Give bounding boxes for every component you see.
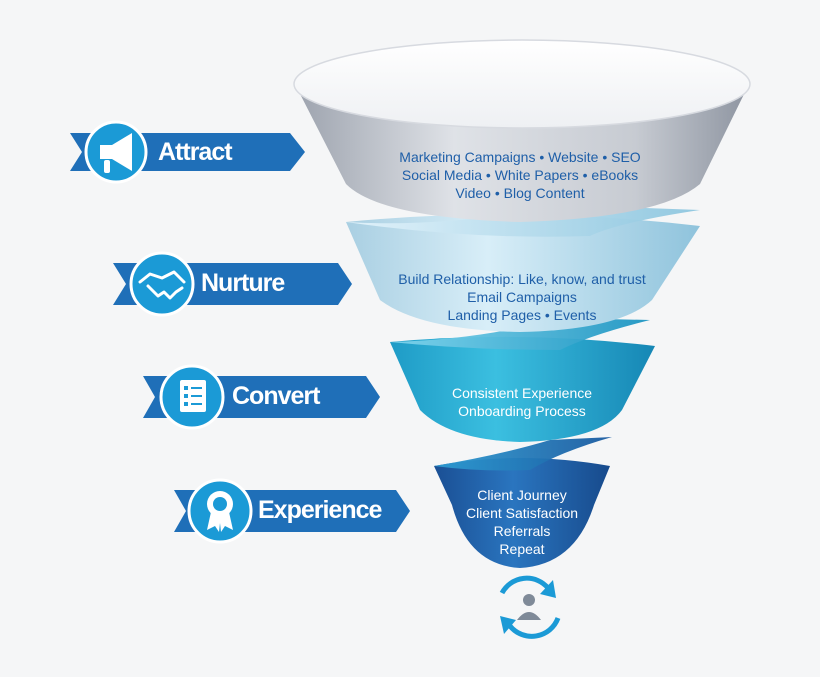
funnel-text-convert: Consistent Experience Onboarding Process [410,384,634,420]
funnel-line: Consistent Experience [451,385,593,401]
funnel-text-attract: Marketing Campaigns • Website • SEO Soci… [370,148,670,202]
stage-label-convert: Convert [232,382,320,410]
funnel-tier-convert [390,336,655,442]
stage-label-experience: Experience [258,496,382,524]
funnel-line: Social Media • White Papers • eBooks [401,167,639,183]
checklist-icon [180,380,206,412]
funnel-line: Email Campaigns [467,289,577,305]
funnel-line: Build Relationship: Like, know, and trus… [398,271,646,287]
funnel-tier-nurture [346,214,700,332]
funnel-line: Video • Blog Content [455,185,585,201]
funnel-top-rim [293,39,751,129]
funnel-text-nurture: Build Relationship: Like, know, and trus… [372,270,672,324]
funnel-text-experience: Client Journey Client Satisfaction Refer… [440,486,604,558]
megaphone-icon [100,133,132,173]
stage-label-nurture: Nurture [201,269,285,297]
funnel-line: Onboarding Process [458,403,586,419]
funnel-tier-experience [434,458,610,568]
funnel-line: Landing Pages • Events [447,307,597,323]
funnel-line: Marketing Campaigns • Website • SEO [399,149,641,165]
funnel-ribbon-experience [434,437,612,471]
handshake-icon [138,270,186,300]
funnel-line: Client Journey [477,487,567,503]
funnel-line: Referrals [493,523,551,539]
stage-label-attract: Attract [158,138,233,166]
funnel-line: Client Satisfaction [465,505,579,521]
award-ribbon-icon [207,491,233,532]
funnel-line: Repeat [499,541,545,557]
user-refresh-icon [499,575,561,639]
